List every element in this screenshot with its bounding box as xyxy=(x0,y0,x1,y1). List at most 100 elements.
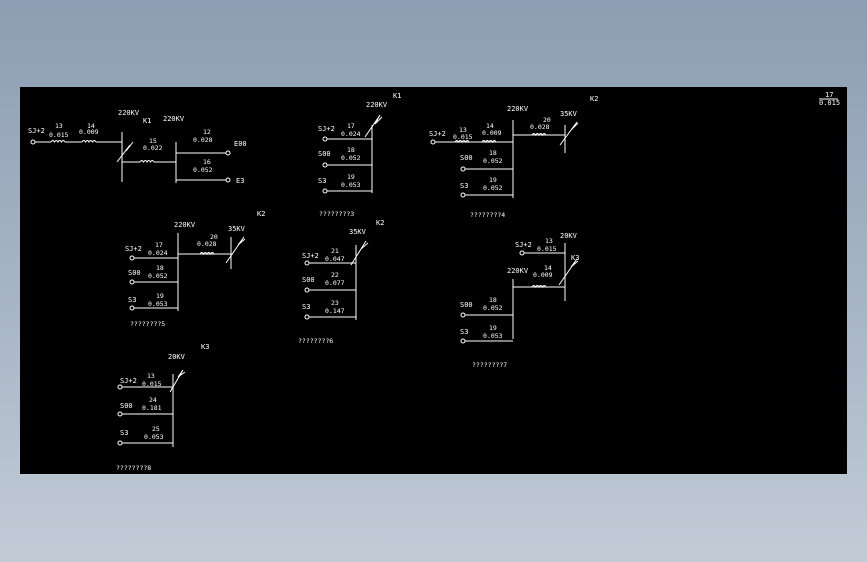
svg-text:S00: S00 xyxy=(120,402,133,410)
svg-text:0.052: 0.052 xyxy=(483,157,503,165)
svg-text:0.024: 0.024 xyxy=(148,249,168,257)
svg-text:SJ+2: SJ+2 xyxy=(120,377,137,385)
svg-text:S3: S3 xyxy=(318,177,326,185)
diagram-1: SJ+2 13 0.015 14 0.009 220KV K1 15 0.022… xyxy=(28,109,247,185)
svg-text:S3: S3 xyxy=(460,182,468,190)
svg-text:13: 13 xyxy=(459,126,467,134)
svg-text:S00: S00 xyxy=(460,154,473,162)
svg-text:K2: K2 xyxy=(257,210,265,218)
svg-text:0.052: 0.052 xyxy=(148,272,168,280)
svg-text:????????4: ????????4 xyxy=(470,211,505,219)
svg-text:0.022: 0.022 xyxy=(143,144,163,152)
svg-text:14: 14 xyxy=(87,122,95,130)
svg-text:0.015: 0.015 xyxy=(453,133,473,141)
svg-text:0.053: 0.053 xyxy=(144,433,164,441)
svg-text:220KV: 220KV xyxy=(507,105,529,113)
diagram-6: 20KV SJ+2 13 0.015 K3 220KV 14 0.009 S00… xyxy=(460,232,579,369)
diagram-7: K3 20KV SJ+2 13 0.015 S00 24 0.181 S3 25… xyxy=(116,343,209,472)
svg-text:S3: S3 xyxy=(460,328,468,336)
svg-text:15: 15 xyxy=(149,137,157,145)
svg-text:0.015: 0.015 xyxy=(537,245,557,253)
svg-text:13: 13 xyxy=(55,122,63,130)
svg-text:220KV: 220KV xyxy=(118,109,140,117)
svg-text:SJ+2: SJ+2 xyxy=(302,252,319,260)
svg-text:SJ+2: SJ+2 xyxy=(515,241,532,249)
svg-text:23: 23 xyxy=(331,299,339,307)
svg-text:0.009: 0.009 xyxy=(79,128,99,136)
svg-text:0.028: 0.028 xyxy=(193,136,213,144)
d1-source: SJ+2 xyxy=(28,127,45,135)
svg-text:22: 22 xyxy=(331,271,339,279)
corner-label-top: 17 xyxy=(825,91,833,99)
cad-drawing-canvas[interactable]: 17 0.015 SJ+2 13 0.015 14 0.009 220KV K1… xyxy=(20,87,847,474)
svg-text:S3: S3 xyxy=(120,429,128,437)
svg-text:????????8: ????????8 xyxy=(116,464,151,472)
svg-text:K1: K1 xyxy=(143,117,151,125)
svg-text:S00: S00 xyxy=(318,150,331,158)
svg-text:0.052: 0.052 xyxy=(483,304,503,312)
svg-text:18: 18 xyxy=(489,296,497,304)
svg-text:14: 14 xyxy=(486,122,494,130)
svg-text:SJ+2: SJ+2 xyxy=(429,130,446,138)
svg-text:K3: K3 xyxy=(571,254,579,262)
svg-text:SJ+2: SJ+2 xyxy=(125,245,142,253)
svg-text:S00: S00 xyxy=(128,269,141,277)
svg-text:0.053: 0.053 xyxy=(341,181,361,189)
svg-text:S00: S00 xyxy=(302,276,315,284)
svg-text:0.009: 0.009 xyxy=(533,271,553,279)
svg-text:0.028: 0.028 xyxy=(197,240,217,248)
svg-text:0.053: 0.053 xyxy=(148,300,168,308)
svg-text:????????7: ????????7 xyxy=(472,361,507,369)
svg-text:18: 18 xyxy=(347,146,355,154)
svg-text:0.015: 0.015 xyxy=(49,131,69,139)
svg-text:20: 20 xyxy=(210,233,218,241)
svg-text:220KV: 220KV xyxy=(174,221,196,229)
svg-text:19: 19 xyxy=(156,292,164,300)
svg-text:21: 21 xyxy=(331,247,339,255)
svg-text:20KV: 20KV xyxy=(560,232,578,240)
svg-text:24: 24 xyxy=(149,396,157,404)
svg-text:35KV: 35KV xyxy=(228,225,246,233)
svg-text:13: 13 xyxy=(147,372,155,380)
svg-text:0.052: 0.052 xyxy=(483,184,503,192)
svg-text:0.047: 0.047 xyxy=(325,255,345,263)
svg-text:0.052: 0.052 xyxy=(341,154,361,162)
svg-text:220KV: 220KV xyxy=(163,115,185,123)
svg-text:K3: K3 xyxy=(201,343,209,351)
svg-text:S00: S00 xyxy=(460,301,473,309)
svg-text:0.053: 0.053 xyxy=(483,332,503,340)
svg-text:17: 17 xyxy=(155,241,163,249)
svg-text:????????5: ????????5 xyxy=(130,320,165,328)
svg-text:13: 13 xyxy=(545,237,553,245)
svg-text:19: 19 xyxy=(347,173,355,181)
svg-text:19: 19 xyxy=(489,324,497,332)
svg-text:20KV: 20KV xyxy=(168,353,186,361)
svg-text:K2: K2 xyxy=(376,219,384,227)
svg-text:0.028: 0.028 xyxy=(530,123,550,131)
svg-text:0.024: 0.024 xyxy=(341,130,361,138)
diagram-2: 220KV K1 SJ+2 17 0.024 S00 18 0.052 S3 1… xyxy=(318,92,401,218)
svg-text:35KV: 35KV xyxy=(560,110,578,118)
svg-text:19: 19 xyxy=(489,176,497,184)
diagram-4: 220KV SJ+2 17 0.024 20 0.028 35KV K2 S00… xyxy=(125,210,265,328)
svg-text:0.181: 0.181 xyxy=(142,404,162,412)
svg-text:0.052: 0.052 xyxy=(193,166,213,174)
svg-text:35KV: 35KV xyxy=(349,228,367,236)
corner-label-bottom: 0.015 xyxy=(819,99,840,107)
diagram-5: 35KV K2 SJ+2 21 0.047 S00 22 0.077 S3 23… xyxy=(298,219,384,345)
svg-text:0.015: 0.015 xyxy=(142,380,162,388)
diagram-3: SJ+2 13 0.015 14 0.009 220KV 20 0.028 35… xyxy=(429,95,598,219)
svg-text:18: 18 xyxy=(489,149,497,157)
svg-text:0.009: 0.009 xyxy=(482,129,502,137)
svg-text:????????3: ????????3 xyxy=(319,210,354,218)
svg-text:E3: E3 xyxy=(236,177,244,185)
svg-text:0.147: 0.147 xyxy=(325,307,345,315)
svg-text:20: 20 xyxy=(543,116,551,124)
svg-text:16: 16 xyxy=(203,158,211,166)
svg-text:SJ+2: SJ+2 xyxy=(318,125,335,133)
svg-text:12: 12 xyxy=(203,128,211,136)
svg-text:220KV: 220KV xyxy=(507,267,529,275)
svg-text:18: 18 xyxy=(156,264,164,272)
svg-text:25: 25 xyxy=(152,425,160,433)
svg-text:K2: K2 xyxy=(590,95,598,103)
